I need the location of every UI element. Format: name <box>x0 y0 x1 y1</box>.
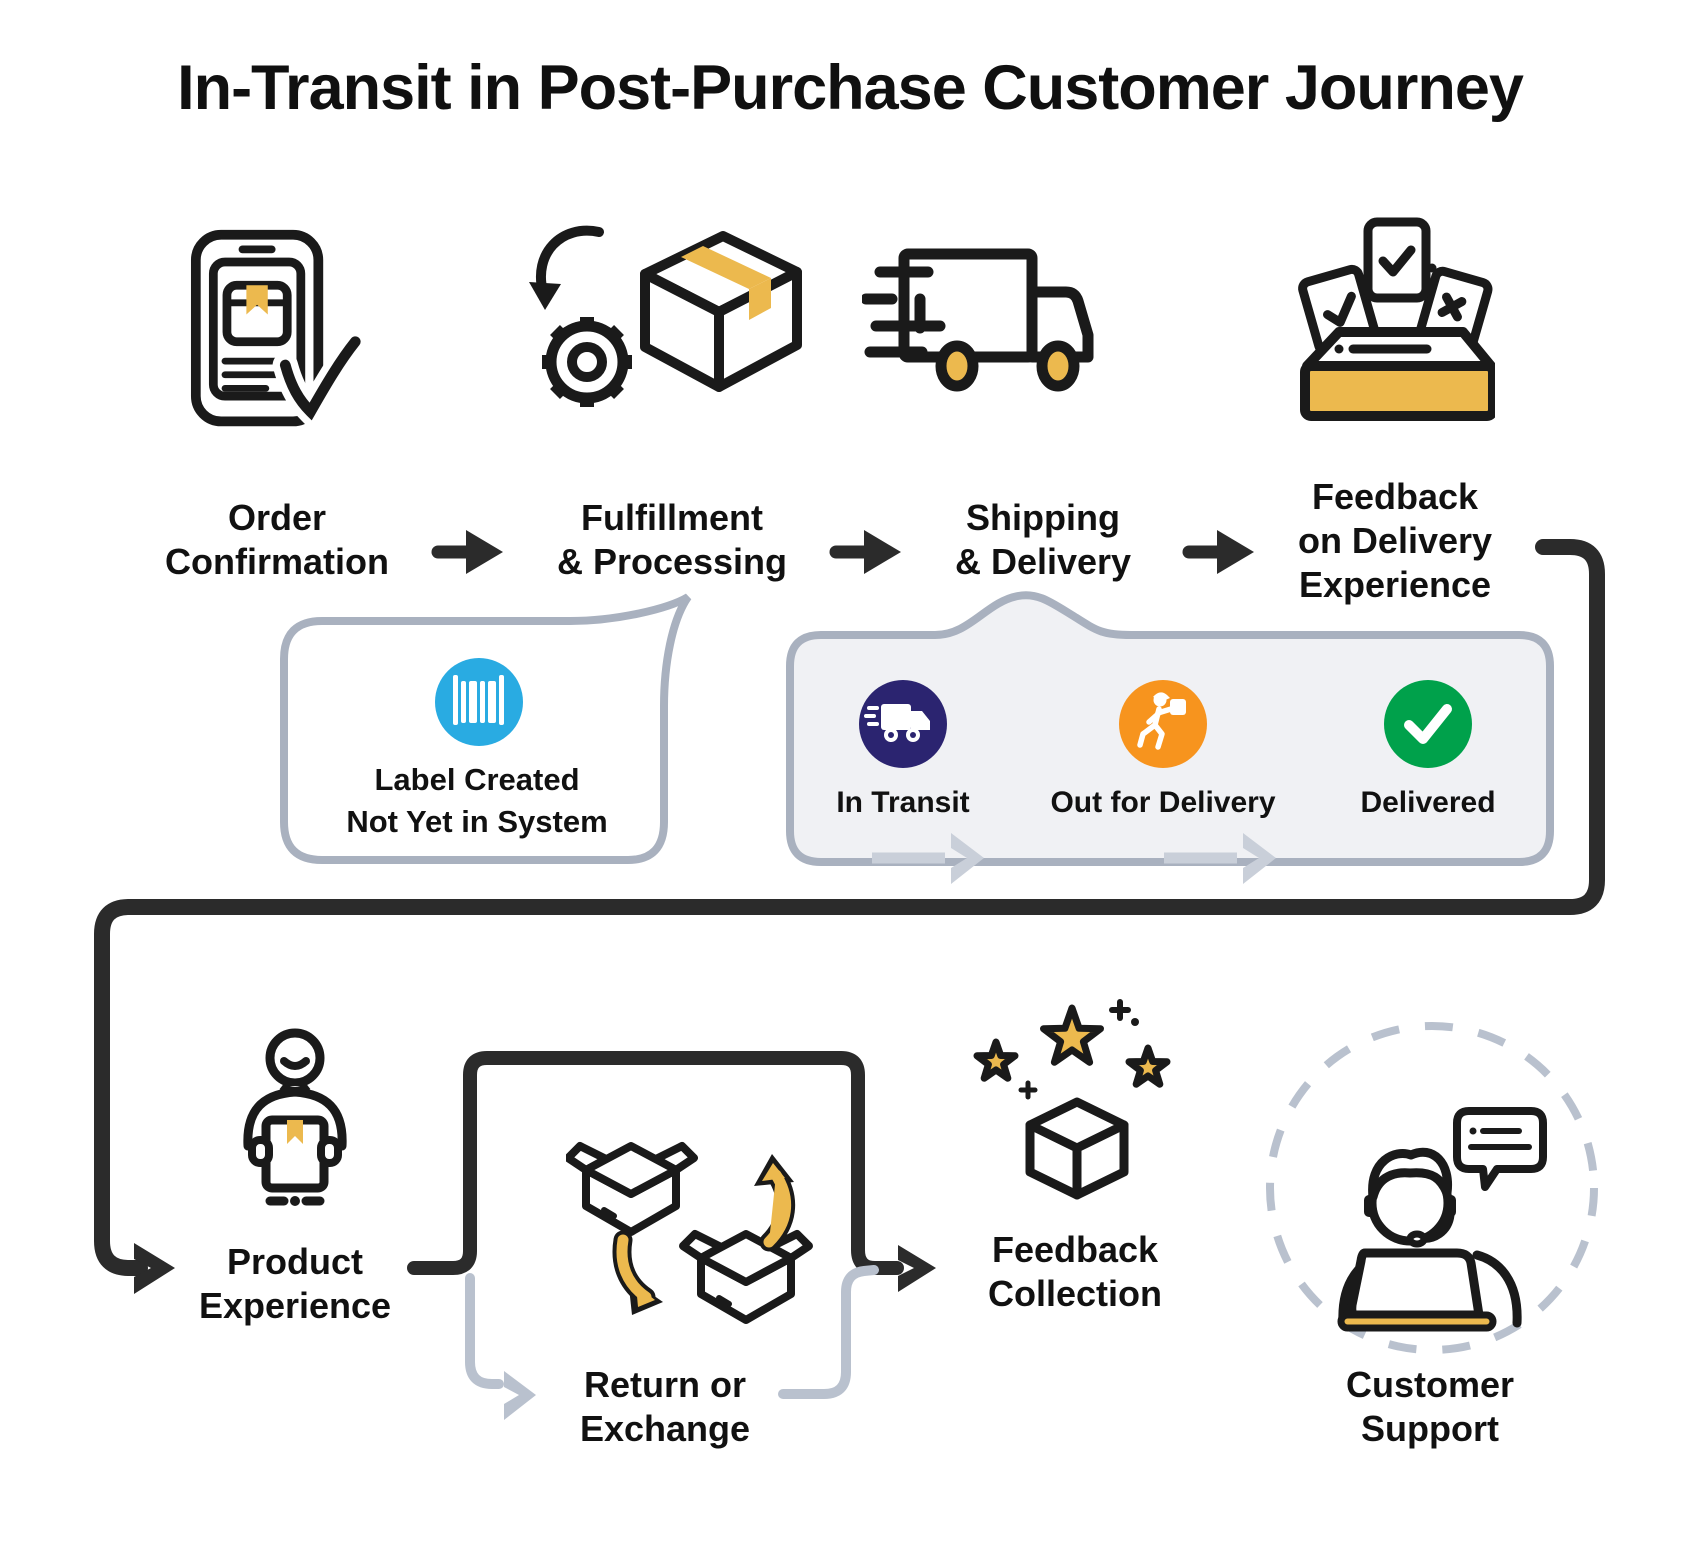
bypass-connector-arrowhead <box>898 1245 936 1292</box>
bypass-connector-line <box>407 1051 904 1275</box>
phone-order-check-icon <box>190 229 365 433</box>
status-delivered: Delivered <box>1298 678 1558 820</box>
box-gear-icon <box>529 225 802 407</box>
return-branch-arrowhead <box>504 1371 536 1420</box>
arrow-step2-step3 <box>829 530 901 574</box>
step-label-order-confirmation: Order Confirmation <box>165 497 389 582</box>
delivery-truck-icon <box>862 248 1094 392</box>
step-label-fulfillment-processing: Fulfillment & Processing <box>556 497 788 582</box>
transit-truck-icon <box>859 680 947 768</box>
arrow-step1-step2 <box>431 530 503 574</box>
label-callout-text: Label Created Not Yet in System <box>346 762 608 839</box>
return-merge-line <box>778 1265 879 1399</box>
label-return-exchange: Return or Exchange <box>579 1364 751 1449</box>
courier-icon <box>1119 680 1207 768</box>
check-icon <box>1384 680 1472 768</box>
status-arrow-2 <box>1164 833 1276 884</box>
return-branch-line <box>465 1273 504 1389</box>
page-title: In-Transit in Post-Purchase Customer Jou… <box>177 53 1524 123</box>
ballot-feedback-icon <box>1298 217 1495 421</box>
status-in-transit: In Transit <box>773 678 1033 820</box>
customer-support-dashed-circle <box>1266 1022 1598 1354</box>
wrap-connector-arrowhead <box>134 1243 175 1294</box>
arrow-step3-step4 <box>1182 530 1254 574</box>
barcode-icon <box>435 658 523 746</box>
label-customer-support: Customer Support <box>1345 1364 1515 1449</box>
stars-cube-icon <box>973 999 1171 1200</box>
step-label-feedback-delivery: Feedback on Delivery Experience <box>1297 476 1493 605</box>
status-arrow-1 <box>872 833 984 884</box>
label-feedback-collection: Feedback Collection <box>987 1229 1163 1314</box>
wrap-connector-line <box>94 539 1605 1276</box>
status-out-for-delivery: Out for Delivery <box>1033 678 1293 820</box>
boxes-exchange-icon <box>566 1142 826 1347</box>
label-product-experience: Product Experience <box>198 1241 392 1326</box>
support-agent-icon <box>1337 1107 1547 1332</box>
person-box-icon <box>243 1028 347 1206</box>
step-label-shipping-delivery: Shipping & Delivery <box>954 497 1132 582</box>
